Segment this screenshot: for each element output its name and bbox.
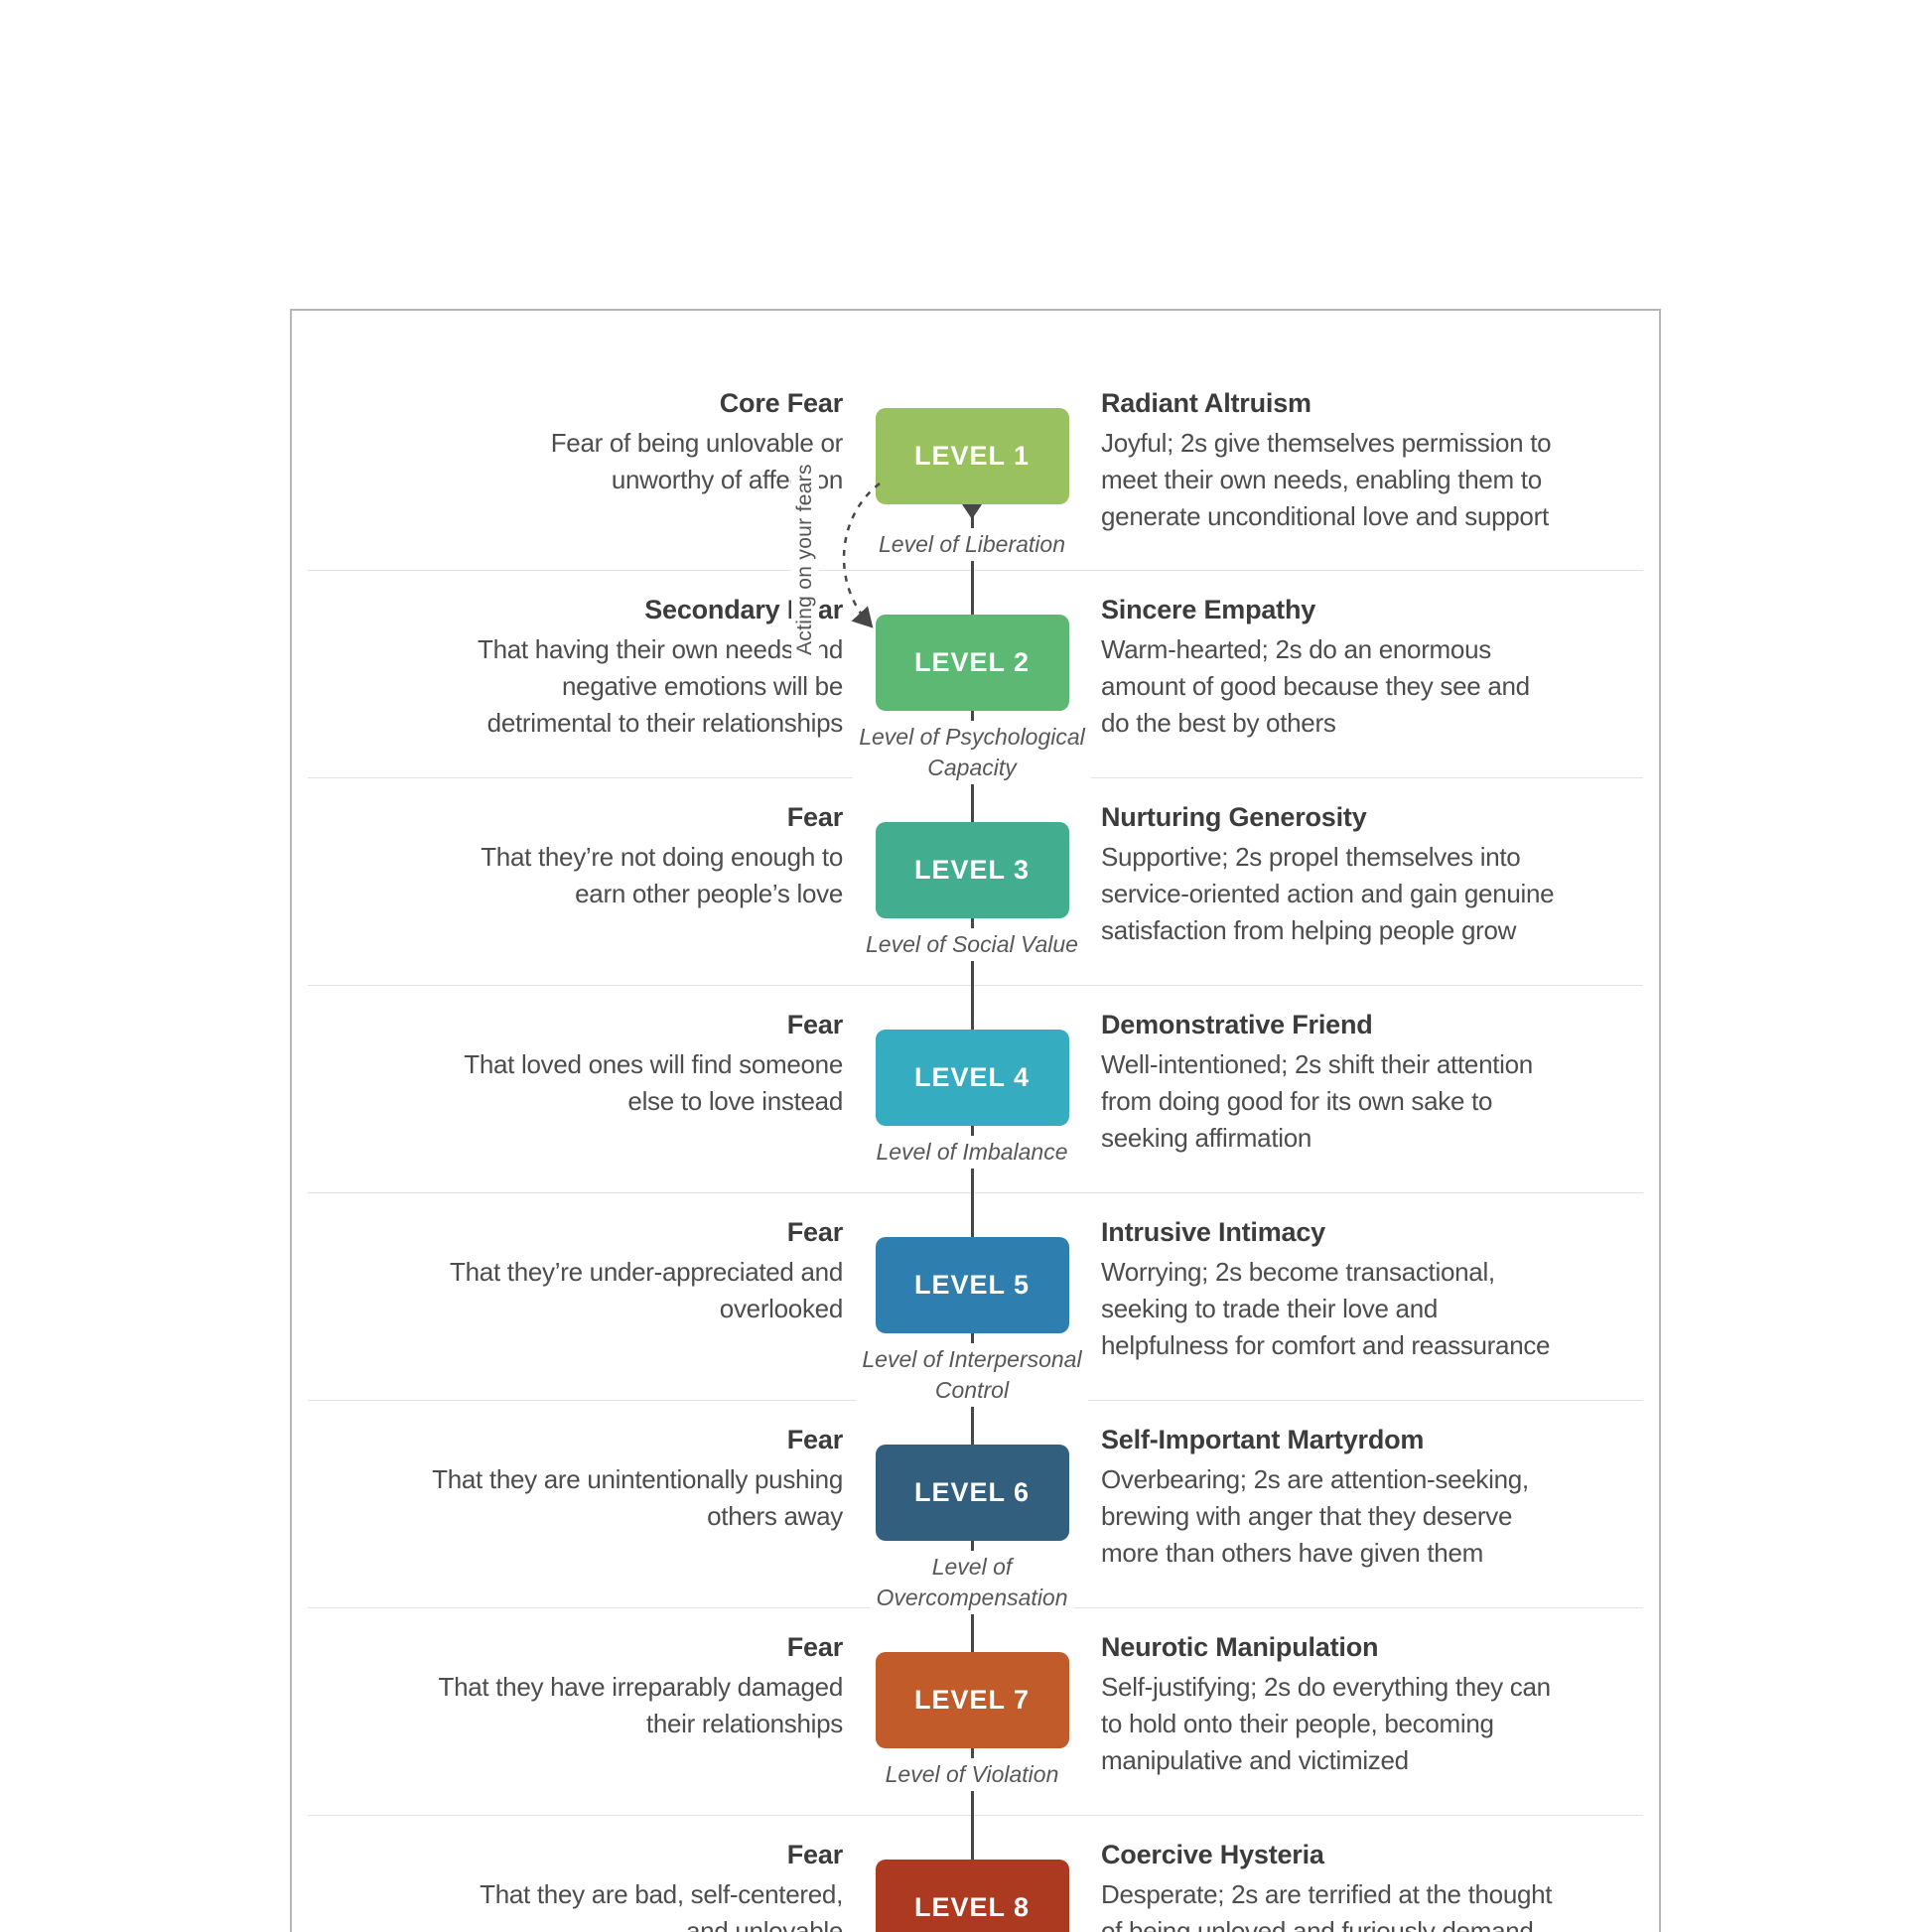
fear-column: Fear That they’re not doing enough to ea…: [308, 778, 843, 985]
fear-title: Fear: [786, 1425, 843, 1454]
level-column: LEVEL 4 Level of Imbalance: [843, 986, 1101, 1192]
state-title: Radiant Altruism: [1101, 388, 1311, 418]
level-3-badge: LEVEL 3: [875, 822, 1069, 918]
state-title: Sincere Empathy: [1101, 595, 1316, 624]
state-text: Warm-hearted; 2s do an enormous amount o…: [1101, 634, 1530, 738]
level-8-row: Fear That they are bad, self-centered, a…: [308, 1815, 1643, 1932]
level-2-row: Secondary Fear That having their own nee…: [308, 570, 1643, 784]
state-column: Intrusive Intimacy Worrying; 2s become t…: [1101, 1193, 1643, 1407]
state-column: Nurturing Generosity Supportive; 2s prop…: [1101, 778, 1643, 985]
fear-column: Fear That they are bad, self-centered, a…: [308, 1816, 843, 1932]
levels-rows: Core Fear Fear of being unlovable or unw…: [292, 311, 1659, 1932]
fear-title: Core Fear: [719, 388, 843, 418]
fear-text: That having their own needs and negative…: [478, 634, 843, 738]
fear-title: Fear: [786, 1632, 843, 1662]
level-caption: Level of Overcompensation: [870, 1551, 1074, 1614]
state-title: Nurturing Generosity: [1101, 802, 1367, 832]
level-caption: Level of Interpersonal Control: [856, 1343, 1088, 1407]
level-column: LEVEL 8: [843, 1816, 1101, 1932]
fear-column: Fear That they’re under-appreciated and …: [308, 1193, 843, 1407]
level-column: LEVEL 3 Level of Social Value: [843, 778, 1101, 985]
state-column: Coercive Hysteria Desperate; 2s are terr…: [1101, 1816, 1643, 1932]
state-text: Worrying; 2s become transactional, seeki…: [1101, 1257, 1551, 1360]
fear-text: That they’re not doing enough to earn ot…: [481, 842, 843, 908]
level-caption: Level of Liberation: [873, 528, 1071, 561]
state-column: Neurotic Manipulation Self-justifying; 2…: [1101, 1608, 1643, 1815]
fear-title: Fear: [786, 1840, 843, 1869]
state-title: Intrusive Intimacy: [1101, 1217, 1325, 1247]
state-text: Self-justifying; 2s do everything they c…: [1101, 1672, 1551, 1775]
state-title: Demonstrative Friend: [1101, 1010, 1373, 1039]
state-column: Sincere Empathy Warm-hearted; 2s do an e…: [1101, 571, 1643, 784]
fear-text: Fear of being unlovable or unworthy of a…: [550, 428, 844, 494]
state-title: Coercive Hysteria: [1101, 1840, 1324, 1869]
level-caption: Level of Social Value: [860, 928, 1084, 961]
state-text: Desperate; 2s are terrified at the thoug…: [1101, 1879, 1553, 1932]
fear-title: Fear: [786, 1010, 843, 1039]
fear-title: Secondary Fear: [644, 595, 843, 624]
fear-title: Fear: [786, 802, 843, 832]
level-4-row: Fear That loved ones will find someone e…: [308, 985, 1643, 1192]
level-column: LEVEL 1 Level of Liberation: [843, 364, 1101, 570]
level-7-row: Fear That they have irreparably damaged …: [308, 1607, 1643, 1815]
level-caption: Level of Imbalance: [870, 1136, 1074, 1169]
fear-column: Core Fear Fear of being unlovable or unw…: [308, 364, 844, 570]
fear-column: Secondary Fear That having their own nee…: [308, 571, 843, 784]
level-8-badge: LEVEL 8: [875, 1860, 1069, 1932]
fear-text: That they are unintentionally pushing ot…: [432, 1464, 843, 1531]
fear-column: Fear That loved ones will find someone e…: [308, 986, 843, 1192]
state-column: Demonstrative Friend Well-intentioned; 2…: [1101, 986, 1643, 1192]
level-6-badge: LEVEL 6: [875, 1445, 1069, 1541]
state-column: Radiant Altruism Joyful; 2s give themsel…: [1101, 364, 1643, 570]
level-4-badge: LEVEL 4: [875, 1030, 1069, 1126]
state-text: Supportive; 2s propel themselves into se…: [1101, 842, 1555, 945]
fear-title: Fear: [786, 1217, 843, 1247]
state-title: Self-Important Martyrdom: [1101, 1425, 1425, 1454]
level-column: LEVEL 7 Level of Violation: [843, 1608, 1101, 1815]
fear-text: That they’re under-appreciated and overl…: [450, 1257, 843, 1323]
state-column: Self-Important Martyrdom Overbearing; 2s…: [1101, 1401, 1643, 1614]
level-2-badge: LEVEL 2: [875, 615, 1069, 711]
level-6-row: Fear That they are unintentionally pushi…: [308, 1400, 1643, 1614]
fear-text: That they are bad, self-centered, and un…: [480, 1879, 843, 1932]
timeline-connector-line: [970, 456, 974, 1932]
state-title: Neurotic Manipulation: [1101, 1632, 1379, 1662]
level-1-row: Core Fear Fear of being unlovable or unw…: [308, 311, 1643, 570]
fear-column: Fear That they are unintentionally pushi…: [308, 1401, 843, 1614]
state-text: Overbearing; 2s are attention-seeking, b…: [1101, 1464, 1529, 1568]
level-5-row: Fear That they’re under-appreciated and …: [308, 1192, 1643, 1407]
level-column: LEVEL 6 Level of Overcompensation: [843, 1401, 1101, 1614]
down-arrow-icon: [962, 504, 982, 519]
levels-of-development-panel: Core Fear Fear of being unlovable or unw…: [290, 309, 1661, 1932]
level-5-badge: LEVEL 5: [875, 1237, 1069, 1333]
level-caption: Level of Violation: [879, 1758, 1065, 1791]
level-column: LEVEL 2 Level of Psychological Capacity: [843, 571, 1101, 784]
state-text: Joyful; 2s give themselves permission to…: [1101, 428, 1552, 531]
level-1-badge: LEVEL 1: [875, 408, 1069, 504]
state-text: Well-intentioned; 2s shift their attenti…: [1101, 1049, 1533, 1153]
level-caption: Level of Psychological Capacity: [853, 721, 1091, 784]
level-7-badge: LEVEL 7: [875, 1652, 1069, 1748]
level-3-row: Fear That they’re not doing enough to ea…: [308, 777, 1643, 985]
fear-text: That they have irreparably damaged their…: [438, 1672, 844, 1738]
fear-text: That loved ones will find someone else t…: [464, 1049, 843, 1116]
level-column: LEVEL 5 Level of Interpersonal Control: [843, 1193, 1101, 1407]
fear-column: Fear That they have irreparably damaged …: [308, 1608, 844, 1815]
